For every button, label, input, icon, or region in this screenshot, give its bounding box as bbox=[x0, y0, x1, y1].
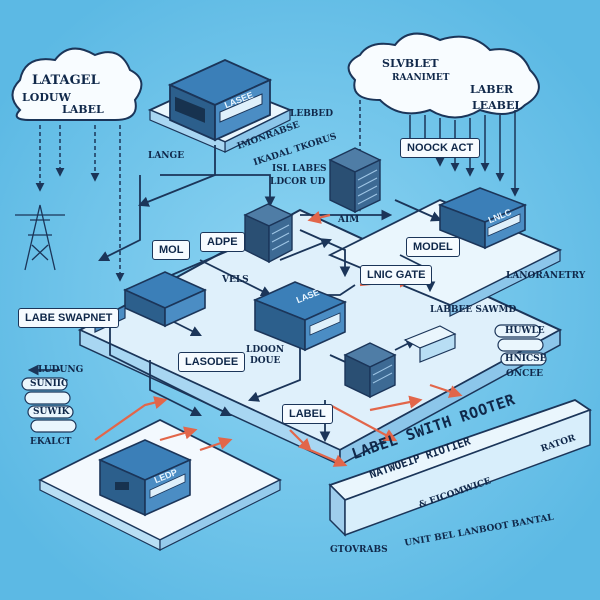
server-rack-lower bbox=[343, 342, 397, 399]
aim-label: AIM bbox=[338, 215, 360, 225]
laser-saiwind-label: LABBEE SAWMD bbox=[430, 305, 517, 315]
power-pylon-icon bbox=[15, 204, 65, 271]
labe-swapnet-tag: LABE SWAPNET bbox=[18, 308, 120, 328]
right-stack-label-2: HNICSE bbox=[505, 354, 547, 364]
cloud-right-label-4: LEABEL bbox=[472, 99, 523, 112]
mol-tag: MOL bbox=[152, 240, 191, 260]
vels-label: VELS bbox=[222, 275, 249, 285]
cloud-right-label-2: RAANIMET bbox=[392, 73, 450, 83]
gtovrabs-label: GTOVRABS bbox=[330, 545, 388, 555]
cloud-left-label-1: LATAGEL bbox=[32, 73, 100, 88]
cylinder-stack-right bbox=[494, 324, 547, 366]
isl-labes-label-2: LDCOR UD bbox=[270, 177, 326, 187]
lddo-label-1: LDOON bbox=[246, 345, 285, 355]
adpe-tag: ADPE bbox=[200, 232, 245, 252]
lebbed-label: LEBBED bbox=[290, 109, 334, 119]
noock-act-tag: NOOCK ACT bbox=[400, 138, 481, 158]
bottom-access-device bbox=[98, 439, 192, 517]
label-center-tag: LABEL bbox=[282, 404, 333, 424]
lddo-label-2: DOUE bbox=[250, 356, 281, 366]
cloud-left-rain bbox=[35, 125, 125, 282]
lasoidee-tag: LASODEE bbox=[178, 352, 246, 372]
laneomy-label: LANORANETRY bbox=[506, 271, 586, 281]
right-router-device bbox=[437, 187, 528, 250]
model-tag: MODEL bbox=[406, 237, 460, 257]
cloud-left-label-3: LABEL bbox=[62, 103, 104, 116]
right-stack-label-1: HUWLE bbox=[505, 326, 545, 336]
left-stack-label-2: SUWIK bbox=[33, 407, 70, 417]
center-router-device bbox=[252, 281, 348, 352]
lnic-gate-tag: LNIC GATE bbox=[360, 265, 433, 285]
cloud-left-label-2: LODUW bbox=[22, 91, 71, 104]
server-rack-top-center bbox=[328, 147, 382, 214]
top-server-device bbox=[167, 59, 273, 142]
bottom-left-platform bbox=[37, 418, 283, 551]
ekalct-label: EKALCT bbox=[30, 437, 72, 447]
lange-label: LANGE bbox=[148, 151, 185, 161]
cloud-right bbox=[347, 32, 540, 119]
patch-panel bbox=[403, 325, 457, 363]
ludung-label: LUDUNG bbox=[38, 365, 84, 375]
oncee-label: ONCEE bbox=[506, 369, 543, 379]
banner-block bbox=[328, 399, 592, 537]
isl-labes-label-1: ISL LABES bbox=[272, 164, 327, 174]
cloud-right-label-1: SLVBLET bbox=[382, 57, 439, 70]
server-rack-middle bbox=[243, 203, 294, 264]
cylinder-stack-left bbox=[21, 377, 77, 433]
cloud-right-label-3: LABER bbox=[470, 83, 514, 96]
left-stack-label-1: SUNIIC bbox=[30, 379, 69, 389]
cloud-left bbox=[11, 47, 143, 121]
